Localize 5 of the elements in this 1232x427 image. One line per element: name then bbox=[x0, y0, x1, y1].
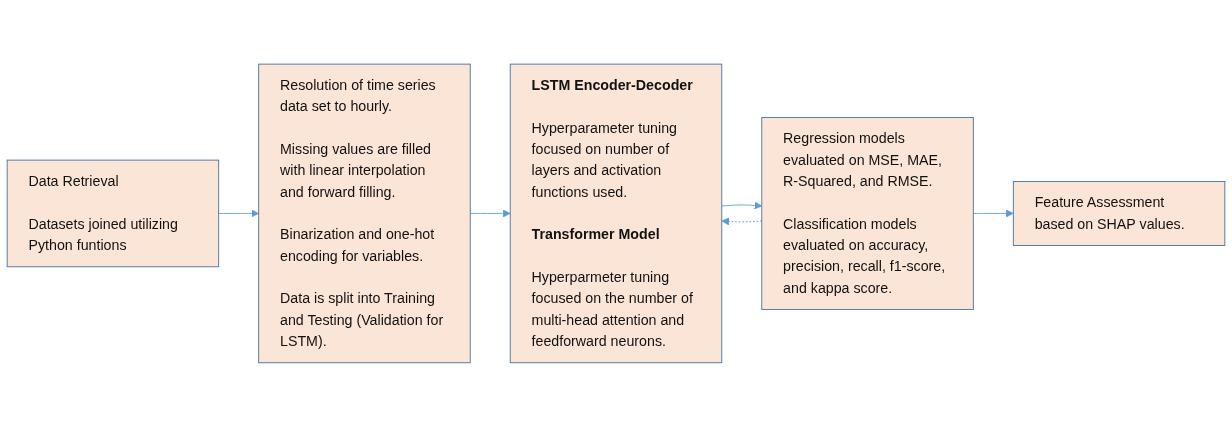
node-box: LSTM Encoder-Decoder Hyperparameter tuning focused on number of layers and activation functions used. Transformer Model Hyperparmeter tuning focused on the number of multi-head attention and feedforward neurons. bbox=[509, 63, 723, 364]
node-box: Data Retrieval Datasets joined utilizing Python funtions bbox=[6, 159, 220, 268]
node-box: Resolution of time series data set to hourly. Missing values are filled with linear interpolation and forward filling. Binarization and one-hot encoding for variables. Data is split into Training and Testing (Validation for LSTM). bbox=[258, 63, 471, 364]
node-box: Feature Assessment based on SHAP values. bbox=[1012, 181, 1226, 246]
node-box: Regression models evaluated on MSE, MAE, R-Squared, and RMSE. Classification models evaluated on accuracy, precision, recall, f1-score, and kappa score. bbox=[761, 117, 974, 310]
